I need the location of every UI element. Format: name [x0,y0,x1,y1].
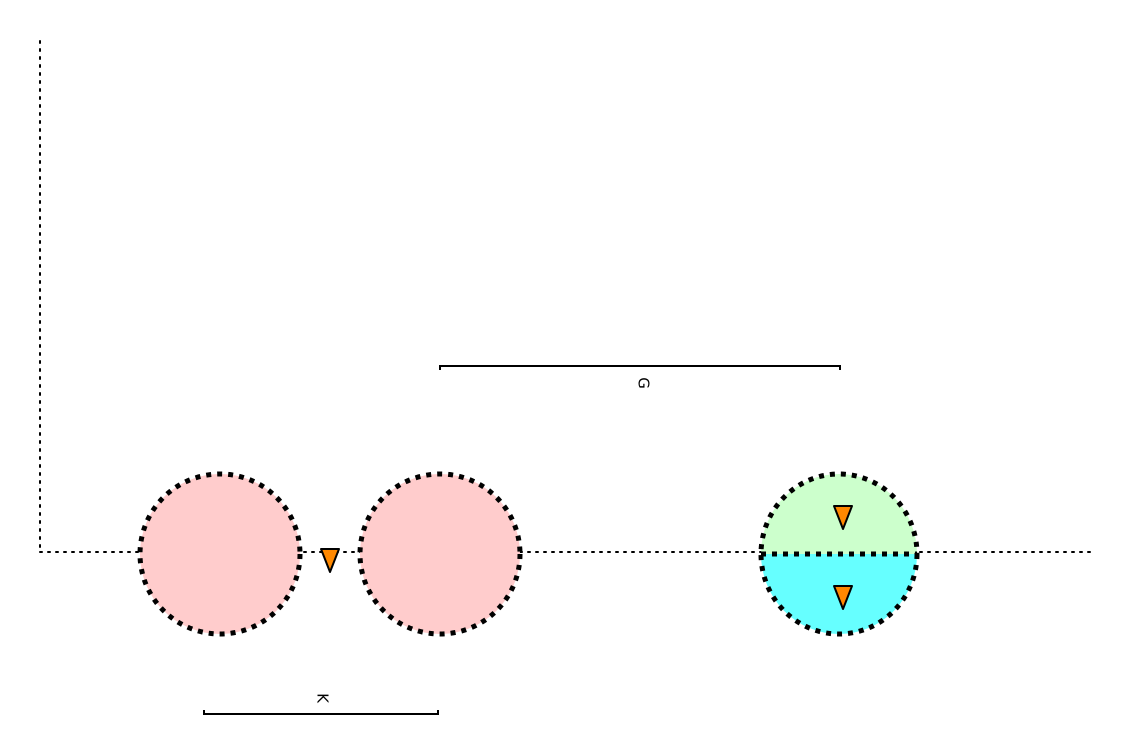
pink-disc-left-fill [140,474,300,634]
marker-icon [320,548,340,573]
pink-disc-middle [357,471,523,637]
split-disc [758,471,920,637]
lower-dimension-label: K [314,693,332,704]
pink-disc-left [137,471,303,637]
marker-icon [833,505,853,530]
pink-disc-middle-fill [360,474,520,634]
pink-disc-middle-outline [357,471,523,637]
upper-dimension-label: G [635,377,653,389]
upper-dimension-bracket [439,365,841,370]
pink-disc-left-outline [137,471,303,637]
marker-icon [833,585,853,610]
lower-dimension-bracket [203,710,439,715]
